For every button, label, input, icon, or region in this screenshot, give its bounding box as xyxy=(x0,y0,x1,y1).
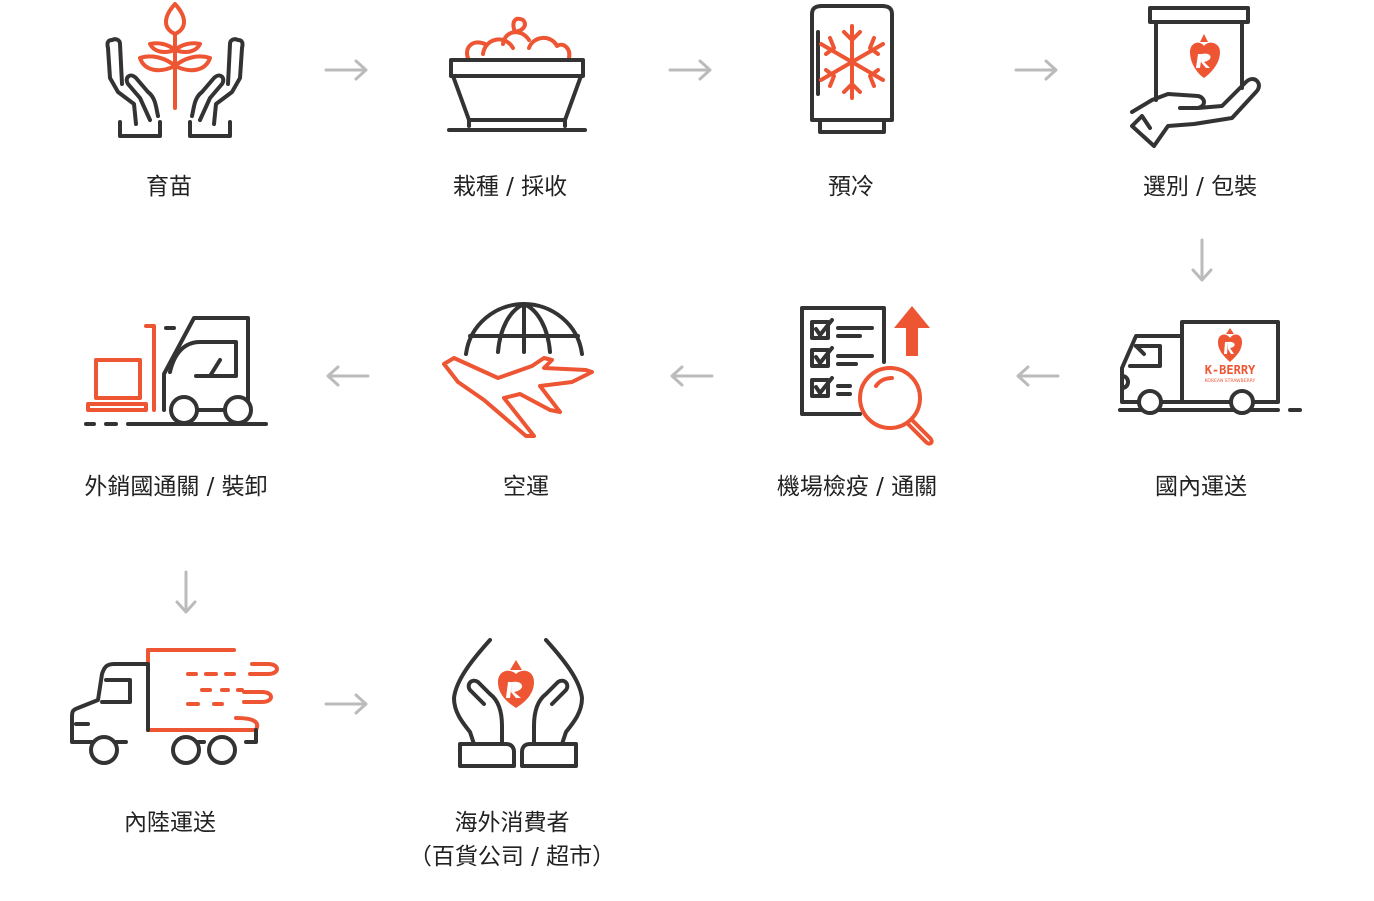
strawberry-logo-icon xyxy=(1190,34,1220,78)
arrow-down-icon xyxy=(175,570,197,614)
step-airport-inspection-label: 機場檢疫 / 通關 xyxy=(776,474,938,500)
step-seedling-label: 育苗 xyxy=(146,174,192,200)
fruit-basket-icon xyxy=(447,16,587,132)
strawberry-logo-icon xyxy=(1218,328,1242,362)
truck-brand-subtext: KOREAN STRAWBERRY xyxy=(1205,378,1256,384)
step-inland-transport-label: 內陸運送 xyxy=(124,810,216,836)
hands-strawberry-icon xyxy=(452,638,584,768)
arrow-left-icon xyxy=(1016,365,1060,387)
forklift-icon xyxy=(84,316,268,426)
seedling-in-hands-icon xyxy=(105,2,245,138)
consumers-title: 海外消費者 xyxy=(454,810,570,836)
strawberry-logo-icon xyxy=(498,660,534,708)
airplane-globe-icon xyxy=(442,302,594,438)
delivery-truck-icon xyxy=(70,648,279,765)
arrow-left-icon xyxy=(326,365,370,387)
arrow-right-icon xyxy=(668,59,712,81)
arrow-left-icon xyxy=(670,365,714,387)
step-domestic-transport-label: 國內運送 xyxy=(1155,474,1247,500)
arrow-right-icon xyxy=(1014,59,1058,81)
arrow-right-icon xyxy=(324,693,368,715)
consumers-subtitle: （百貨公司 / 超市） xyxy=(408,844,616,870)
step-foreign-customs-label: 外銷國通關 / 裝卸 xyxy=(84,474,268,500)
truck-brand-text: K-BERRY xyxy=(1205,363,1256,377)
arrow-right-icon xyxy=(324,59,368,81)
step-precooling-label: 預冷 xyxy=(828,174,874,200)
step-air-freight-label: 空運 xyxy=(503,474,549,500)
package-in-hand-icon xyxy=(1130,6,1261,148)
checklist-inspection-icon xyxy=(800,306,934,446)
branded-truck-icon: K-BERRY KOREAN STRAWBERRY xyxy=(1118,320,1302,415)
freezer-icon xyxy=(810,4,894,134)
step-consumers-label: 海外消費者 （百貨公司 / 超市） xyxy=(409,806,615,874)
arrow-down-icon xyxy=(1191,238,1213,282)
step-cultivation-label: 栽種 / 採收 xyxy=(452,174,568,200)
step-sorting-label: 選別 / 包裝 xyxy=(1142,174,1258,200)
